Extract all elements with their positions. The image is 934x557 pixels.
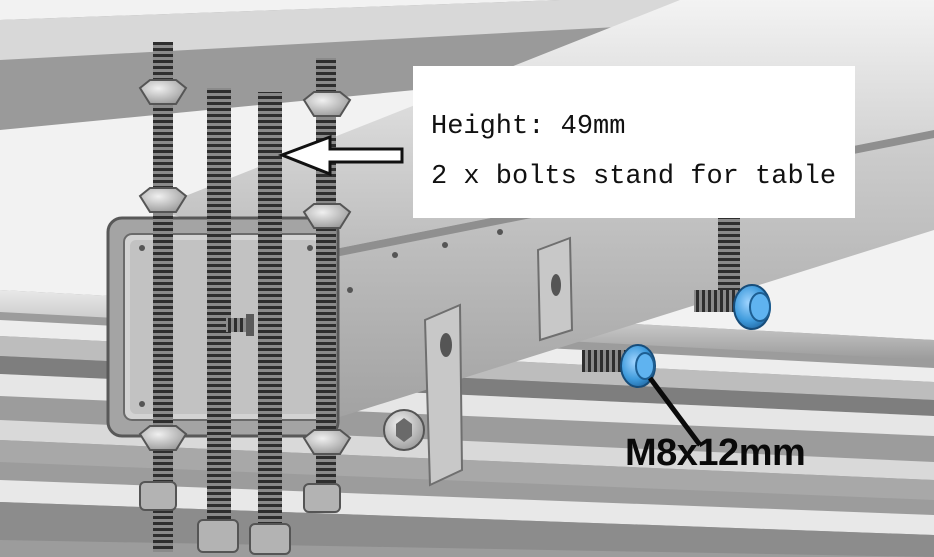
hex-nut-icon (138, 79, 188, 105)
callout-box: Height: 49mm 2 x bolts stand for table (413, 66, 855, 218)
hex-nut-icon (302, 429, 352, 455)
inner-bolt (226, 314, 254, 336)
threaded-rod-icon (153, 42, 173, 552)
height-text: Height: 49mm (431, 112, 626, 142)
threaded-rod-icon (258, 92, 282, 552)
upper-m8-screw (694, 215, 771, 330)
socket-screw-icon (383, 409, 425, 451)
hex-nut-icon (302, 203, 352, 229)
hex-nuts (138, 79, 352, 455)
arrow-left-icon (277, 134, 404, 177)
lower-m8-screw (582, 344, 656, 388)
threaded-rods (153, 42, 336, 552)
screw-size-label: M8x12mm (625, 432, 806, 474)
bolts-text: 2 x bolts stand for table (431, 162, 837, 192)
hex-nut-icon (138, 187, 188, 213)
hex-nut-icon (138, 425, 188, 451)
hex-nut-icon (302, 91, 352, 117)
screw-leader-line (647, 376, 703, 447)
beam-brackets (423, 236, 574, 487)
rod-feet (139, 481, 341, 555)
